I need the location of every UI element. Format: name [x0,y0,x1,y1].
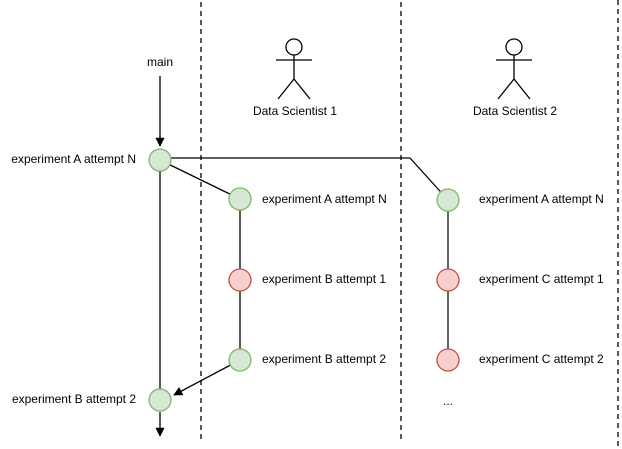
commit-node-main-experiment-b2 [148,388,172,412]
actor1-head [285,38,303,56]
commit-node-lane1-attempt-b1 [228,268,252,292]
actor-label-data-scientist-1: Data Scientist 1 [252,104,338,118]
main-branch-label: main [146,55,173,69]
actor1-right-leg [293,78,311,100]
lane1-commit-label-2: experiment B attempt 1 [262,272,387,286]
actor2-left-leg [497,78,515,100]
actor2-right-leg [513,78,531,100]
main-commit-label-experiment-b2: experiment B attempt 2 [11,392,136,406]
actor-figure-2 [496,38,532,100]
commit-node-lane2-attempt-c2 [436,348,460,372]
commit-node-lane2-attempt-c1 [436,268,460,292]
lane2-commit-label-1: experiment A attempt N [479,192,604,206]
actor-figure-1 [276,38,312,100]
merge-arrow-lane1-to-main [173,359,241,396]
commit-node-lane1-attempt-a [228,187,252,211]
commit-node-lane2-attempt-a [436,188,460,212]
lane2-commit-label-2: experiment C attempt 1 [479,272,604,286]
actor-label-data-scientist-2: Data Scientist 2 [472,104,558,118]
actor1-left-leg [277,78,295,100]
commit-node-lane1-attempt-b2 [228,348,252,372]
lane1-commit-label-3: experiment B attempt 2 [262,352,387,366]
lane1-commit-label-1: experiment A attempt N [262,192,387,206]
actor2-head [505,38,523,56]
main-commit-label-experiment-a: experiment A attempt N [11,152,136,166]
branch-to-lane1-diagonal [159,159,241,200]
lane2-ellipsis: ... [442,394,453,408]
lane2-commit-label-3: experiment C attempt 2 [479,352,604,366]
commit-node-main-experiment-a [148,148,172,172]
